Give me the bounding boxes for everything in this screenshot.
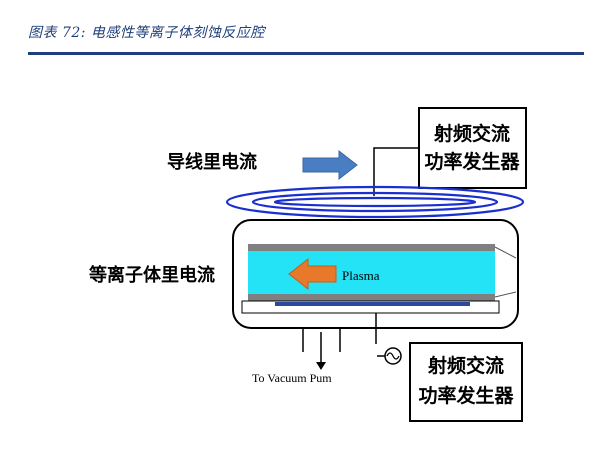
wafer	[275, 302, 470, 306]
vacuum-label: To Vacuum Pum	[252, 371, 332, 385]
side-line-lower	[494, 291, 517, 298]
rf-generator-top-line1: 射频交流	[433, 122, 510, 145]
figure-caption: 图表 72: 电感性等离子体刻蚀反应腔	[28, 25, 265, 41]
rf-top-wire	[373, 147, 419, 196]
bottom-electrode	[248, 294, 495, 301]
rf-generator-bottom-box	[409, 342, 523, 422]
plasma-current-label: 等离子体里电流	[89, 264, 215, 286]
side-line-upper	[494, 246, 517, 259]
coil-current-arrow-icon	[302, 149, 358, 181]
coil-current-label: 导线里电流	[167, 151, 257, 173]
plasma-region	[248, 251, 495, 294]
rf-generator-bottom-line2: 功率发生器	[418, 384, 514, 407]
rf-generator-bottom-line1: 射频交流	[427, 354, 504, 377]
ac-wave-icon	[386, 352, 400, 360]
plasma-label: Plasma	[342, 268, 380, 283]
caption-rule	[28, 52, 584, 55]
induction-coil	[225, 185, 525, 219]
plasma-current-arrow-icon	[288, 257, 337, 291]
vacuum-pipe	[302, 328, 341, 352]
rf-generator-top-box	[418, 107, 527, 189]
rf-generator-top-line2: 功率发生器	[424, 150, 520, 173]
vacuum-arrow-head-icon	[316, 362, 326, 370]
top-electrode	[248, 244, 495, 251]
